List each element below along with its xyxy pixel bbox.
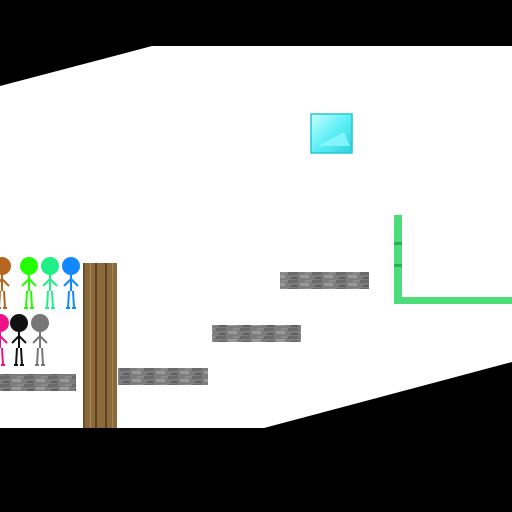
stick-figure-lime xyxy=(20,257,38,309)
oak-log-pillar xyxy=(83,263,117,428)
stone-platform-1 xyxy=(0,374,76,391)
stick-figure-gray xyxy=(31,314,49,366)
stick-figure-pink xyxy=(0,314,9,366)
diamond-block xyxy=(310,113,353,154)
emerald-wire xyxy=(394,215,512,304)
stick-figure-mint xyxy=(41,257,59,309)
stone-platform-3 xyxy=(212,325,301,342)
world-floor xyxy=(0,46,512,428)
stick-figure-orange xyxy=(0,257,11,309)
stone-platform-4 xyxy=(280,272,369,289)
stone-platform-2 xyxy=(118,368,208,385)
stick-figure-black xyxy=(10,314,28,366)
stick-figure-group xyxy=(0,257,80,366)
stick-figure-blue xyxy=(62,257,80,309)
